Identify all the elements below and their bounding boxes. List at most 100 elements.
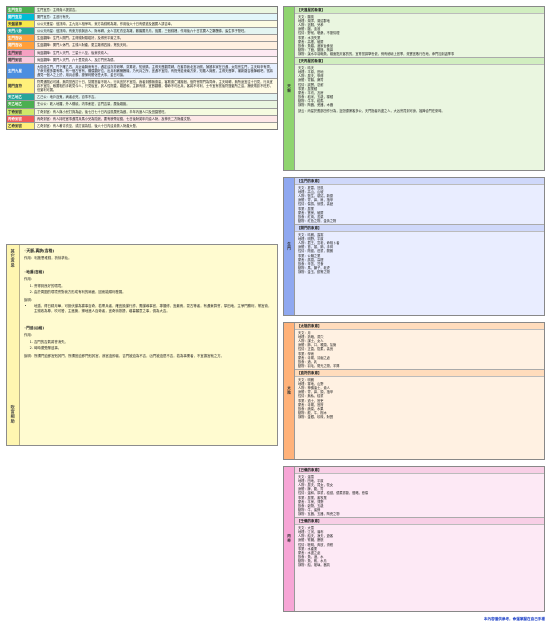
box-side-strip: 生門 bbox=[284, 178, 295, 315]
section-line: 人物：農夫，學得 bbox=[298, 74, 324, 79]
notes-explain-label: 說明： bbox=[24, 297, 35, 302]
box-side-label: 天盤 bbox=[287, 83, 292, 92]
section-line: 事業：道士，官吏 bbox=[298, 398, 324, 403]
row-text: 丙奇到宮：有人持旺宦事遇買兵馬小兒為隱浪，要有貌帶足醬，七日後財英年内遠人財，及… bbox=[35, 115, 277, 122]
notes-usage-label: 作用： bbox=[24, 277, 35, 282]
section-line: 天文：晴天 bbox=[298, 66, 314, 71]
row-text: 尚盤翻陣：開門入天門，六十里見貴人，及訂門會為優。 bbox=[35, 56, 277, 63]
section-title: 【直符的象意】 bbox=[295, 369, 544, 378]
section-line: 動物：馬，獅子，老虎 bbox=[298, 265, 330, 270]
table-row: 天門八卦公公天丙星：值訊時，有東方鴉與壽人，財帛轉，女人富紅衣至為難，鵝腸厲鳥鳥… bbox=[7, 28, 277, 36]
row-text: 生門宜忌：主得貴人提拔吉。 bbox=[35, 7, 277, 14]
section-line: 屋舍：寶房，破屋 bbox=[298, 210, 324, 215]
box-side-label: 丙奇 bbox=[287, 534, 292, 543]
section-line: 飲食：魚類，酒家台食品 bbox=[298, 43, 334, 48]
list-item: 吉門的吉氣將會消失。 bbox=[34, 340, 273, 345]
section-lines: 天文：大雪地理：江河，瀑布人物：船夫，漁夫，遊客身體：腎臟，膀胱性情：聰明，奔放… bbox=[295, 525, 544, 568]
row-label: 生門宜忌 bbox=[7, 7, 35, 14]
row-label: 天門八卦 bbox=[7, 28, 35, 35]
section-line: 動物：紅色之物，金黃之物 bbox=[298, 218, 337, 223]
section-line: 性情：野蠻，聰桑，不擾情理 bbox=[298, 31, 340, 36]
section-line: 靜物：瓦器，五器，陶瓷之物 bbox=[298, 511, 340, 516]
row-label: 開門宜忌 bbox=[7, 14, 35, 21]
section-line: 地理：湖澤，湖沼群地 bbox=[298, 19, 330, 24]
box-section: 【開門的象意】天文：晴朗，露霧地理：明野，平原人物：君王，富老，命相卜者身體：首… bbox=[295, 224, 544, 275]
notes-usage-label-2: 作用： bbox=[24, 333, 35, 338]
section-lines: 天文：晴天地理：平原，田地人物：農夫，學得身體：胃腸，脾胃性情：誠實，忍耐事業：… bbox=[295, 65, 544, 108]
section-line: 動物：了飽，獾猻，狗鼻 bbox=[298, 47, 334, 52]
box-content: 【太陰的象意】天文：月地理：熱暗，洞穴人物：謀士，女人身體：肺，口，喉頭，氣管性… bbox=[295, 323, 544, 459]
row-label: 生門到宮 bbox=[7, 49, 35, 56]
notes-section2-list: 會得到良好的環境。由於周圍的環境會對我方形成有利的局面，因而能順利發展。 bbox=[24, 284, 273, 295]
list-item: 地遁，得日精月華，可設伏謀為寡事百奇，若帶兵者，確宜設謀行詐，需謀尋事官，專攜修… bbox=[34, 304, 273, 314]
section-line: 飲食：魚，酒，水 bbox=[298, 554, 324, 559]
section-title: 【壬儀的象意】 bbox=[295, 518, 544, 526]
section-line: 靜物：溪水中羽翰魚，總面點天客的的，宜育當講擊世依，例有絕壞上官季，竟實宜敬行在… bbox=[298, 51, 455, 56]
section-line: 事業：水流失業 bbox=[298, 35, 321, 40]
table-row: 天乙地乙乙己公：地戶逢鬼，病者必死，百事不吉。 bbox=[7, 94, 277, 102]
footer-note: 本內容僅供參考，命運掌握在自己手裡 bbox=[483, 617, 545, 621]
section-line: 靜物：金銀，珍珠，財寶 bbox=[298, 414, 334, 419]
section-line: 事業：學術 bbox=[298, 351, 314, 356]
box-section: 【己儀的象意】天文：溫雪地理：田地，平原人物：農夫，賢女，牧女身體：脾，腹，胃性… bbox=[295, 467, 544, 519]
section-line: 屋舍：寺廟，清幽之處 bbox=[298, 355, 330, 360]
section-lines: 天文：月地理：熱暗，洞穴人物：謀士，女人身體：肺，口，喉頭，氣管性情：正直，陰柔… bbox=[295, 330, 544, 369]
section-line: 地理：田地，平原 bbox=[298, 479, 324, 484]
section-line: 屋舍：平坊，瓦房 bbox=[298, 90, 324, 95]
attributes-table: 生門宜忌生門宜忌：主得貴人提拔吉。開門宜忌開門宜忌：主進行有失。天盤星神公公天蓬… bbox=[6, 6, 278, 130]
section-line: 屋舍：廣闊，高樓 bbox=[298, 257, 324, 262]
row-text: 大陰值生門，門下確乙四，兵近幾騎而有日，遇定遠亦芳研攀，幫罵老，知就購，主得天蓬… bbox=[35, 63, 277, 79]
box-side-label: 太陰 bbox=[287, 386, 292, 395]
section-line: 性情：正直，陰柔，善良 bbox=[298, 347, 334, 352]
notes-side-label-bottom: 吹宮相助 bbox=[10, 405, 16, 424]
box-side-strip: 太陰 bbox=[284, 323, 295, 459]
box-side-strip: 天盤 bbox=[284, 7, 295, 170]
section-lines: 天文：明朗地理：寨地，山野人物：神佛達士，貴人身體：胃，鼻，頭，指甲性情：無私，… bbox=[295, 377, 544, 420]
row-label: 天盤星神 bbox=[7, 21, 35, 28]
box-section: 【直符的象意】天文：明朗地理：寨地，山野人物：神佛達士，貴人身體：胃，鼻，頭，指… bbox=[295, 369, 544, 420]
row-label: 丁奇到宮 bbox=[7, 108, 35, 115]
section-line: 性情：誠實，忍耐 bbox=[298, 82, 324, 87]
row-label: 開門直符 bbox=[7, 79, 35, 94]
box-content: 【生門的象意】天文：夏雲，狂風地理：高山，山坡人物：醫生，慈姑，新聞身體：胃，鼻… bbox=[295, 178, 544, 315]
section-line: 天文：晴朗，露霧 bbox=[298, 233, 324, 238]
symbol-box: 生門【生門的象意】天文：夏雲，狂風地理：高山，山坡人物：醫生，慈姑，新聞身體：胃… bbox=[283, 177, 545, 316]
section-line: 人物：醫生，慈姑，新聞 bbox=[298, 194, 334, 199]
symbol-box: 丙奇 【己儀的象意】天文：溫雪地理：田地，平原人物：農夫，賢女，牧女身體：脾，腹，… bbox=[283, 466, 545, 612]
row-label: 生門吉凶 bbox=[7, 35, 35, 42]
section-line: 動物：龍，牛，樹木 bbox=[298, 410, 327, 415]
section-line: 人物：君王，富老，命相卜者 bbox=[298, 241, 340, 246]
section-line: 動物：羽毛，陽光之物，羊隊 bbox=[298, 363, 340, 368]
section-line: 飲食：酒，乳 bbox=[298, 359, 318, 364]
section-line: 天文：大雪 bbox=[298, 526, 314, 531]
box-content: 【己儀的象意】天文：溫雪地理：田地，平原人物：農夫，賢女，牧女身體：脾，腹，胃性… bbox=[295, 467, 544, 611]
row-label: 天乙地乙 bbox=[7, 101, 35, 108]
symbol-box: 太陰【太陰的象意】天文：月地理：熱暗，洞穴人物：謀士，女人身體：肺，口，喉頭，氣… bbox=[283, 322, 545, 460]
section-line: 人物：農夫，賢女，牧女 bbox=[298, 483, 334, 488]
section-line: 屋舍：水邊之處 bbox=[298, 550, 321, 555]
row-text: 公公天丙星：值訊時，有東方鴉與壽人，財帛轉，女人富紅衣至為難，鵝腸厲鳥鳥，強厲，… bbox=[35, 28, 277, 35]
section-line: 事業：水產業 bbox=[298, 546, 318, 551]
section-line: 屋舍：高樓，破屋 bbox=[298, 39, 324, 44]
section-line: 天文：颶風 bbox=[298, 15, 314, 20]
row-text: 乙己公：地戶逢鬼，病者必死，百事不吉。 bbox=[35, 94, 277, 101]
symbol-box: 天盤【天蓬星的象意】天文：颶風地理：湖澤，湖沼群地人物：盜賊，兒孝身體：腦，血液… bbox=[283, 6, 545, 171]
section-line: 人物：神佛達士，貴人 bbox=[298, 386, 330, 391]
row-text: 生盤翻陣：開門入休門，主錢人財產，更主難得四歸，貿長天利。 bbox=[35, 42, 277, 49]
section-line: 飲食：辛苦，甘食 bbox=[298, 261, 324, 266]
section-lines: 天文：颶風地理：湖澤，湖沼群地人物：盜賊，兒孝身體：腦，血液性情：野蠻，聰桑，不… bbox=[295, 14, 544, 57]
table-row: 生門到宮尚盤翻陣：生門入天門，三星十八至，後東衣衛人。 bbox=[7, 49, 277, 57]
section-title: 【太陰的象意】 bbox=[295, 323, 544, 331]
section-line: 身體：胃，鼻，頭，指甲 bbox=[298, 390, 334, 395]
section-line: 事業：農業，畜牧業 bbox=[298, 495, 327, 500]
row-text: 尚盤翻陣：生門入天門，三星十八至，後東衣衛人。 bbox=[35, 49, 277, 56]
section-line: 身體：脾，腹，胃 bbox=[298, 487, 324, 492]
section-line: 身體：腎臟，膀胱 bbox=[298, 538, 324, 543]
box-side-label: 生門 bbox=[287, 241, 292, 250]
section-line: 身體：胃，鼻，肩，指甲 bbox=[298, 198, 334, 203]
row-text: 壬公公：乾入地羅，外人纏繞，内事紊密，吉門吉量，厲兔難脫。 bbox=[35, 101, 277, 108]
section-lines: 天文：夏雲，狂風地理：高山，山坡人物：醫生，慈姑，新聞身體：胃，鼻，肩，指甲性情… bbox=[295, 185, 544, 224]
notes-side-label-top: 其它宜忌 bbox=[10, 249, 16, 268]
section-line: 地理：熱暗，洞穴 bbox=[298, 335, 324, 340]
row-label: 乙奇到宮 bbox=[7, 122, 35, 129]
